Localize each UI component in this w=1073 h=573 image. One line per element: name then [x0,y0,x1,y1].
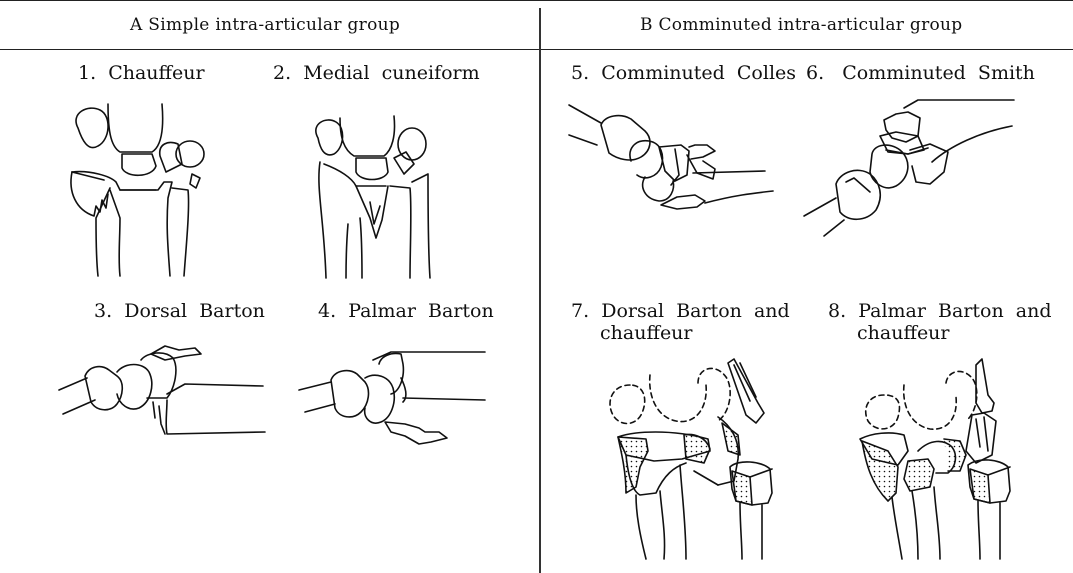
caption-8-line2: chauffeur [857,322,950,344]
figure-4-palmar-barton-drawing [295,342,505,452]
column-divider [539,8,541,573]
caption-3: 3. Dorsal Barton [94,300,265,322]
figure-2-medial-cuneiform-drawing [300,98,450,278]
caption-7-line1: 7. Dorsal Barton and [571,300,790,322]
figure-1-chauffeur-drawing [60,98,230,278]
caption-1: 1. Chauffeur [78,62,205,84]
group-a-title: A Simple intra-articular group [130,15,400,35]
group-b-title: B Comminuted intra-articular group [640,15,963,35]
figure-6-comminuted-smith-drawing [800,96,1030,246]
figure-3-dorsal-barton-drawing [55,342,270,442]
table-header: A Simple intra-articular group B Comminu… [0,0,1073,50]
caption-8-line1: 8. Palmar Barton and [828,300,1052,322]
caption-6: 6. Comminuted Smith [806,62,1035,84]
caption-7-line2: chauffeur [600,322,693,344]
caption-5: 5. Comminuted Colles [571,62,796,84]
caption-2: 2. Medial cuneiform [273,62,480,84]
figure-5-comminuted-colles-drawing [565,95,775,235]
figure-8-palmar-barton-chauffeur-drawing [848,355,1058,560]
figure-7-dorsal-barton-chauffeur-drawing [590,355,790,560]
caption-4: 4. Palmar Barton [318,300,494,322]
